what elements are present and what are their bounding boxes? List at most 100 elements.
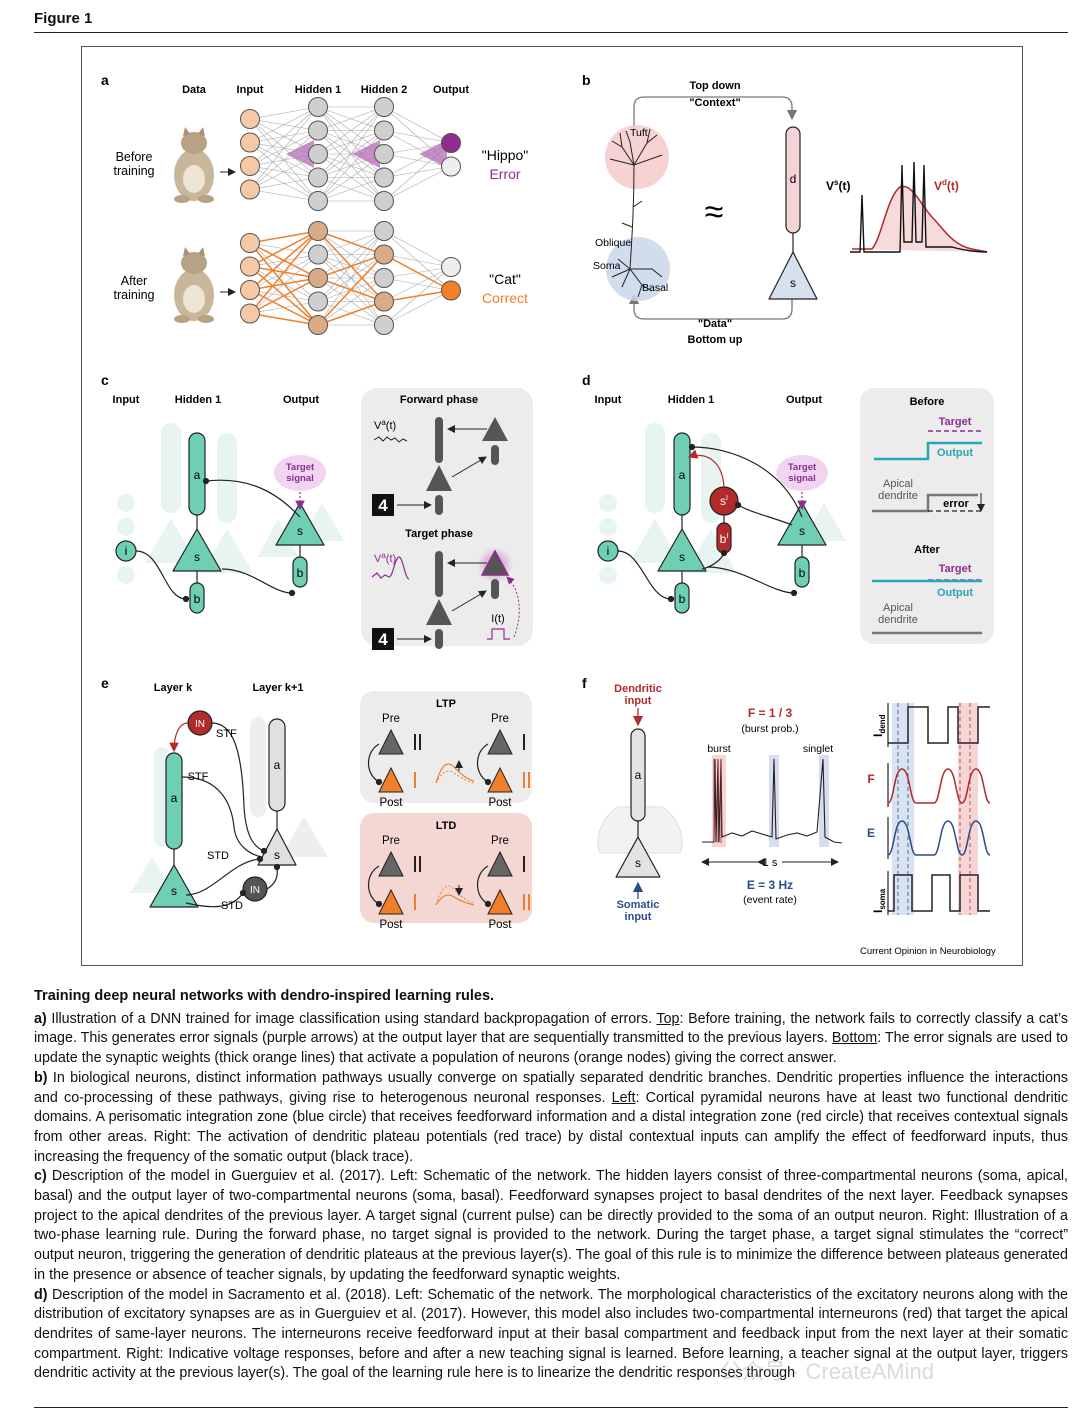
cat-image-after [174, 247, 214, 323]
phase-output-soma [482, 417, 508, 441]
network-node [374, 97, 394, 117]
feedback-to-interneuron [734, 501, 793, 526]
epsp-ltd-base [435, 885, 475, 906]
hidden-to-interneuron [701, 549, 728, 570]
phase-output-basal [491, 445, 499, 465]
d-before: Before [910, 396, 945, 408]
vs-trace [850, 161, 988, 253]
post-label: Post [488, 919, 512, 931]
panel-e: e Layer k Layer k+1 asasININSTFSTFSTDSTD… [101, 675, 532, 931]
before-after-box [860, 388, 994, 644]
bottom-up-1: "Data" [698, 318, 732, 330]
pre-post-synapse [476, 743, 492, 786]
network-connection [249, 106, 319, 120]
d-target-2: Target [939, 563, 972, 575]
ghost-input [599, 518, 617, 536]
d-apical-1b: dendrite [878, 490, 918, 502]
dendritic-input-2: input [625, 695, 652, 707]
pre-label: Pre [491, 835, 509, 847]
compartment-a-label: a [679, 468, 686, 482]
input-to-basal [617, 550, 675, 603]
network-node [374, 191, 394, 211]
ltd-title: LTD [436, 820, 457, 832]
compartment-a-label: a [194, 468, 201, 482]
pre-neuron-icon [487, 728, 513, 755]
caption-a: a) Illustration of a DNN trained for ima… [34, 1010, 1068, 1067]
error-arrow-icon [352, 140, 380, 168]
d-output-trace-before [874, 441, 982, 461]
compartment-b-label: b [799, 566, 806, 580]
caption-d: d) Description of the model in Sacrament… [34, 1286, 1068, 1382]
network-connection [317, 230, 385, 302]
col-hidden2: Hidden 2 [361, 84, 407, 96]
basal-label: Basal [642, 282, 668, 294]
network-node [374, 167, 394, 188]
va-label-forward: Va(t) [374, 418, 396, 432]
network-before [240, 97, 461, 211]
soma-compartment [768, 251, 818, 300]
std-path-1 [185, 855, 264, 896]
network-connection [249, 230, 319, 314]
network-connection [249, 106, 319, 190]
panel-a-label: a [101, 72, 109, 88]
network-connection [249, 106, 319, 167]
network-node [374, 291, 394, 312]
target-signal-2: signal [286, 473, 313, 484]
post-label: Post [379, 797, 403, 809]
compartment-s-label: s [790, 276, 796, 290]
d-apical-2b: dendrite [878, 614, 918, 626]
network-node [308, 120, 328, 141]
compartment-s-label: s [799, 524, 805, 538]
network-connection [249, 177, 319, 190]
bottom-up-2: Bottom up [688, 334, 743, 346]
network-connection [317, 106, 385, 155]
event-band-1 [892, 703, 914, 915]
pre-label: Pre [382, 713, 400, 725]
basal-compartment [189, 582, 205, 614]
network-connection [383, 166, 452, 202]
pre-post-synapse [476, 865, 492, 908]
isoma-trace [888, 874, 990, 912]
ghost-neuron [280, 817, 328, 857]
network-connection [317, 230, 385, 279]
watermark: 公众号 · CreateAMind [720, 1359, 934, 1384]
network-connection [249, 189, 319, 202]
cat-image-before [174, 127, 214, 203]
pre-neuron-icon [487, 850, 513, 877]
tuft-label: Tuft [630, 127, 648, 139]
d-apical-1a: Apical [883, 478, 913, 490]
oblique-label: Oblique [595, 237, 631, 249]
va-trace-target [371, 556, 410, 580]
phase-output-basal [491, 579, 499, 599]
event-highlight [769, 755, 779, 847]
dendritic-input-1: Dendritic [614, 683, 662, 695]
compartment-s-label: s [297, 524, 303, 538]
d-output-1: Output [937, 447, 973, 459]
network-node [441, 257, 461, 277]
result-after: Correct [482, 290, 528, 306]
ghost-input [599, 494, 617, 512]
basal-compartment [794, 556, 810, 588]
compartment-b-label: b [679, 592, 686, 606]
phase-apical [435, 551, 443, 597]
network-connection [317, 130, 385, 202]
singlet-label: singlet [803, 743, 833, 755]
network-node [240, 280, 260, 300]
panel-d-label: d [582, 372, 591, 388]
in-to-soma [266, 863, 281, 890]
network-node [374, 120, 394, 141]
network-connection [383, 266, 452, 302]
network-connection [317, 106, 385, 131]
network-connection [249, 254, 319, 314]
network-connection [383, 266, 452, 326]
post-label: Post [488, 797, 512, 809]
phase-output-soma [480, 549, 510, 576]
caption-b: b) In biological neurons, distinct infor… [34, 1069, 1068, 1165]
somatic-input-2: input [625, 911, 652, 923]
panel-f: f Dendritic input IN a s Somatic input F… [582, 675, 996, 957]
col-input: Input [237, 84, 264, 96]
hidden-to-output-basal [221, 568, 296, 597]
ltd-box [360, 813, 532, 923]
figure-svg: a Data Input Hidden 1 Hidden 2 Output Be… [101, 72, 996, 957]
target-signal-1: Target [788, 462, 817, 473]
